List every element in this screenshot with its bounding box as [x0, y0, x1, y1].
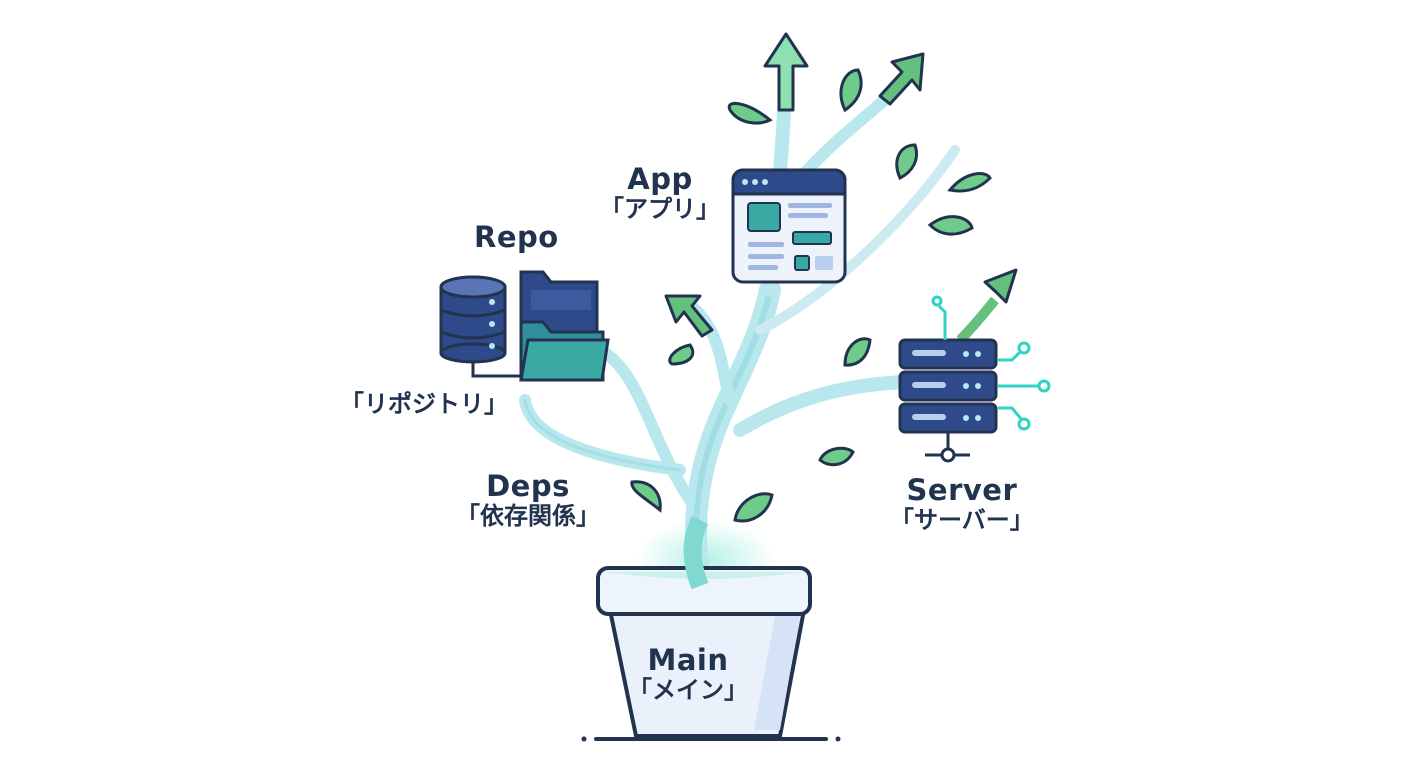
folder-icon	[519, 270, 599, 336]
growth-arrow-icon	[664, 294, 714, 338]
flowerpot-icon	[596, 515, 812, 738]
leaf-icon	[668, 343, 695, 366]
server-label-en: Server	[906, 473, 1018, 507]
leaves	[630, 68, 992, 523]
leaf-icon	[843, 337, 872, 367]
folder-icon	[519, 320, 610, 382]
app-label-jp: 「アプリ」	[600, 195, 720, 224]
leaf-icon	[947, 172, 992, 193]
deps-label-en: Deps	[486, 469, 570, 503]
leaf-icon	[630, 480, 662, 513]
repo-label-en: Repo	[474, 220, 559, 254]
leaf-icon	[727, 101, 773, 125]
leaf-icon	[895, 143, 918, 181]
app-label-en: App	[627, 162, 693, 196]
circuit-traces	[931, 295, 1051, 431]
leaf-icon	[839, 68, 863, 113]
repo-label: Repo	[474, 220, 559, 254]
server-label-jp: 「サーバー」	[890, 506, 1034, 535]
leaf-icon	[927, 215, 974, 236]
server-label: Server 「サーバー」	[890, 473, 1034, 535]
server-rack-icon	[898, 338, 998, 463]
deps-label-jp: 「依存関係」	[456, 502, 600, 531]
leaf-icon	[818, 446, 855, 467]
repo-label-jp-box: 「リポジトリ」	[340, 390, 508, 419]
leaf-icon	[733, 492, 774, 523]
growth-arrow-icon	[956, 268, 1018, 344]
main-label: Main 「メイン」	[628, 643, 748, 705]
main-label-jp: 「メイン」	[628, 676, 748, 705]
repo-label-jp: 「リポジトリ」	[340, 390, 508, 418]
deps-label: Deps 「依存関係」	[456, 469, 600, 531]
growth-arrow-icon	[878, 52, 925, 106]
ground-line	[581, 736, 841, 742]
growth-arrow-icon	[763, 32, 809, 112]
database-icon	[439, 275, 523, 378]
main-label-en: Main	[647, 643, 729, 677]
app-label: App 「アプリ」	[600, 162, 720, 224]
app-window-icon	[731, 168, 847, 284]
